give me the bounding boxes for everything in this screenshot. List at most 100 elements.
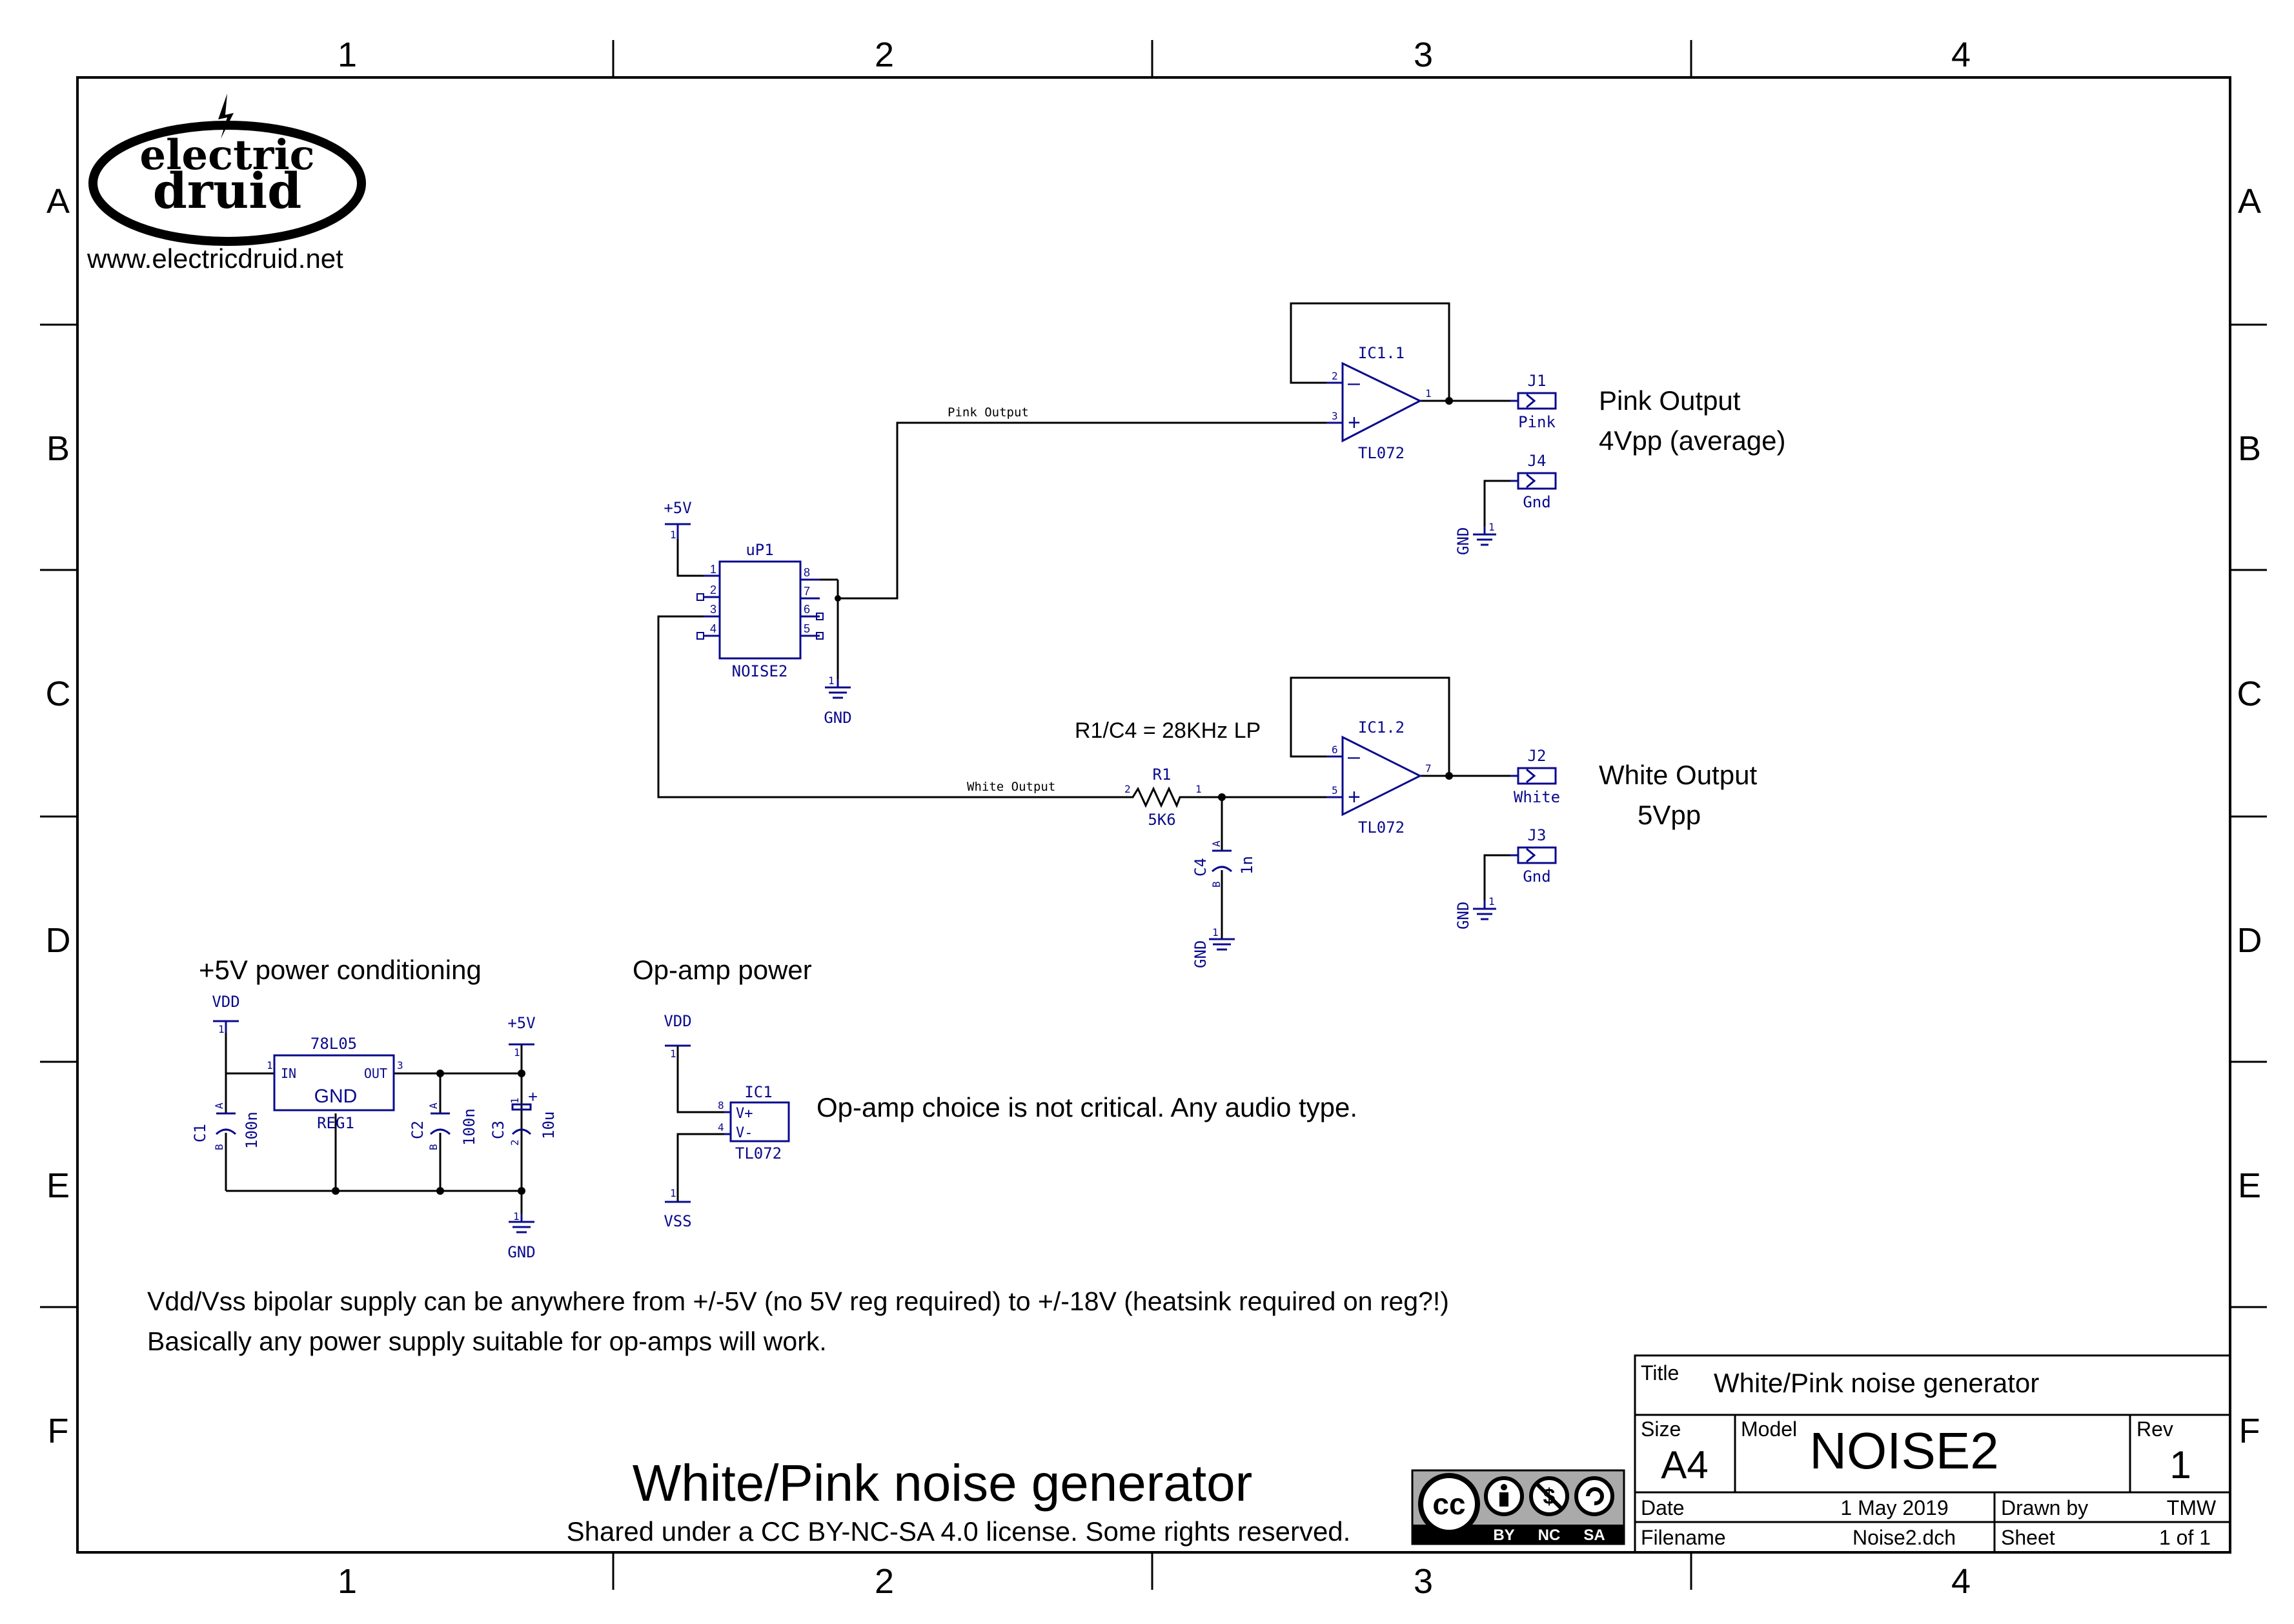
vss-supply-opamp: VSS 1 xyxy=(664,1187,691,1230)
logo-line1: electric xyxy=(139,131,314,179)
gnd-label-j3: GND xyxy=(1454,902,1472,929)
cc-logo-text: cc xyxy=(1432,1487,1465,1521)
c3-pin-2: 2 xyxy=(509,1139,521,1146)
vdd-supply-reg: VDD 1 xyxy=(212,993,239,1035)
j2-ref: J2 xyxy=(1528,747,1547,765)
reg1-gnd: GND xyxy=(314,1086,358,1107)
tb-model-value: NOISE2 xyxy=(1809,1422,1998,1479)
pink-output-label: Pink Output xyxy=(1599,385,1741,416)
c4-pin-a: A xyxy=(1210,840,1223,847)
col-label-bottom-4: 4 xyxy=(1951,1562,1971,1601)
col-label-top-4: 4 xyxy=(1951,36,1971,74)
c1-value: 100n xyxy=(243,1111,261,1149)
vdd-label-opamp: VDD xyxy=(664,1012,691,1030)
ic1-2-opamp[interactable]: – + IC1.2 TL072 6 5 7 xyxy=(1326,718,1432,837)
r1-resistor[interactable]: R1 5K6 2 1 xyxy=(1123,766,1202,829)
lightning-bolt-icon xyxy=(218,94,234,139)
up1-pin-7: 7 xyxy=(804,585,810,598)
j4-gnd-jack[interactable]: J4 Gnd xyxy=(1510,452,1557,511)
up1-noise2-chip[interactable]: uP1 NOISE2 1 2 3 4 8 7 6 5 xyxy=(696,541,824,680)
plus5v-pin-up1: 1 xyxy=(670,529,676,541)
footer-license: Shared under a CC BY-NC-SA 4.0 license. … xyxy=(567,1516,1351,1547)
ic1-2-pin-6: 6 xyxy=(1332,744,1338,756)
output-annotations: Pink Output 4Vpp (average) White Output … xyxy=(1075,385,1786,830)
drawing-frame xyxy=(40,40,2267,1590)
tb-date-value: 1 May 2019 xyxy=(1840,1496,1948,1519)
up1-value: NOISE2 xyxy=(732,662,788,680)
row-label-left-c: C xyxy=(46,675,71,713)
wires xyxy=(225,302,1514,1213)
j4-value: Gnd xyxy=(1523,493,1550,511)
col-label-top-1: 1 xyxy=(338,36,357,74)
c3-capacitor[interactable]: + C3 10u 1 2 xyxy=(489,1087,558,1146)
reg1-78l05-regulator[interactable]: 78L05 IN OUT GND REG1 1 3 xyxy=(267,1035,403,1132)
vdd-label-reg: VDD xyxy=(212,993,239,1011)
c2-capacitor[interactable]: C2 100n A B xyxy=(409,1102,478,1150)
gnd-label-reg: GND xyxy=(507,1243,535,1261)
ic1-2-pin-5: 5 xyxy=(1332,784,1338,797)
row-label-right-b: B xyxy=(2238,429,2261,468)
c1-capacitor[interactable]: C1 100n A B xyxy=(191,1102,261,1150)
gnd-pin-c4: 1 xyxy=(1212,926,1219,939)
ic1-1-plus: + xyxy=(1348,411,1361,435)
tb-drawn-value: TMW xyxy=(2167,1496,2217,1519)
gnd-label-up1: GND xyxy=(824,709,851,727)
col-label-top-2: 2 xyxy=(875,36,894,74)
vdd-supply-opamp: VDD 1 xyxy=(664,1012,691,1060)
j3-gnd-jack[interactable]: J3 Gnd xyxy=(1510,826,1557,886)
reg1-value: 78L05 xyxy=(310,1035,357,1053)
up1-pin-4: 4 xyxy=(710,622,716,635)
gnd-label-j4: GND xyxy=(1454,527,1472,555)
j1-pink-jack[interactable]: J1 Pink xyxy=(1510,372,1557,431)
frame-column-labels: 1 2 3 4 1 2 3 4 xyxy=(338,36,1971,1601)
row-label-left-f: F xyxy=(48,1412,69,1450)
vss-pin-opamp: 1 xyxy=(670,1187,676,1199)
j2-white-jack[interactable]: J2 White xyxy=(1510,747,1560,806)
vdd-pin-reg: 1 xyxy=(218,1023,225,1035)
ic1-vminus: V- xyxy=(736,1125,753,1141)
col-label-bottom-1: 1 xyxy=(338,1562,357,1601)
up1-ref: uP1 xyxy=(746,541,773,559)
up1-pin-6: 6 xyxy=(804,603,810,616)
cc-license-badge: cc $ BY NC SA xyxy=(1411,1469,1625,1545)
r1-pin-1: 1 xyxy=(1195,783,1202,795)
j4-ref: J4 xyxy=(1528,452,1547,470)
ic1-1-opamp[interactable]: – + IC1.1 TL072 2 3 1 xyxy=(1326,344,1432,462)
supply-note-line1: Vdd/Vss bipolar supply can be anywhere f… xyxy=(147,1286,1449,1316)
gnd-pin-up1: 1 xyxy=(828,675,835,687)
ic1-2-value: TL072 xyxy=(1358,818,1405,837)
ic1-1-ref: IC1.1 xyxy=(1358,344,1405,362)
logo-line2: druid xyxy=(153,162,301,219)
gnd-symbol-j3: GND 1 xyxy=(1454,895,1496,929)
tb-title-value: White/Pink noise generator xyxy=(1714,1368,2039,1398)
ic1-power-pins[interactable]: IC1 TL072 V+ V- 8 4 xyxy=(718,1083,790,1162)
c1-ref: C1 xyxy=(191,1124,209,1142)
tb-rev-value: 1 xyxy=(2169,1443,2191,1487)
pink-output-level: 4Vpp (average) xyxy=(1599,425,1786,456)
col-label-top-3: 3 xyxy=(1414,36,1433,74)
r1-value: 5K6 xyxy=(1148,811,1175,829)
ic1-pin-4: 4 xyxy=(718,1121,724,1133)
cc-logo-icon xyxy=(1418,1473,1480,1535)
row-label-left-d: D xyxy=(46,921,71,960)
c4-capacitor[interactable]: C4 1n A B xyxy=(1192,840,1256,888)
c4-ref: C4 xyxy=(1192,858,1210,877)
gnd-symbol-c4: GND 1 xyxy=(1192,926,1235,968)
c3-ref: C3 xyxy=(489,1121,507,1139)
c3-pin-1: 1 xyxy=(509,1097,521,1104)
plus5v-supply-reg: +5V 1 xyxy=(507,1014,535,1059)
electric-druid-logo: electric druid www.electricdruid.net xyxy=(86,94,366,274)
c1-pin-b: B xyxy=(213,1144,225,1150)
r1-pin-2: 2 xyxy=(1124,783,1131,795)
c1-pin-a: A xyxy=(213,1102,225,1109)
reg1-pin-1: 1 xyxy=(267,1059,273,1071)
tb-model-label: Model xyxy=(1741,1417,1797,1441)
reg1-out: OUT xyxy=(364,1066,387,1081)
ic1-1-pin-3: 3 xyxy=(1332,410,1338,422)
vss-label-opamp: VSS xyxy=(664,1212,691,1230)
col-label-bottom-3: 3 xyxy=(1414,1562,1433,1601)
net-label-pink-output: Pink Output xyxy=(948,405,1029,420)
opamp-choice-note: Op-amp choice is not critical. Any audio… xyxy=(817,1092,1357,1122)
white-output-label: White Output xyxy=(1599,760,1757,790)
